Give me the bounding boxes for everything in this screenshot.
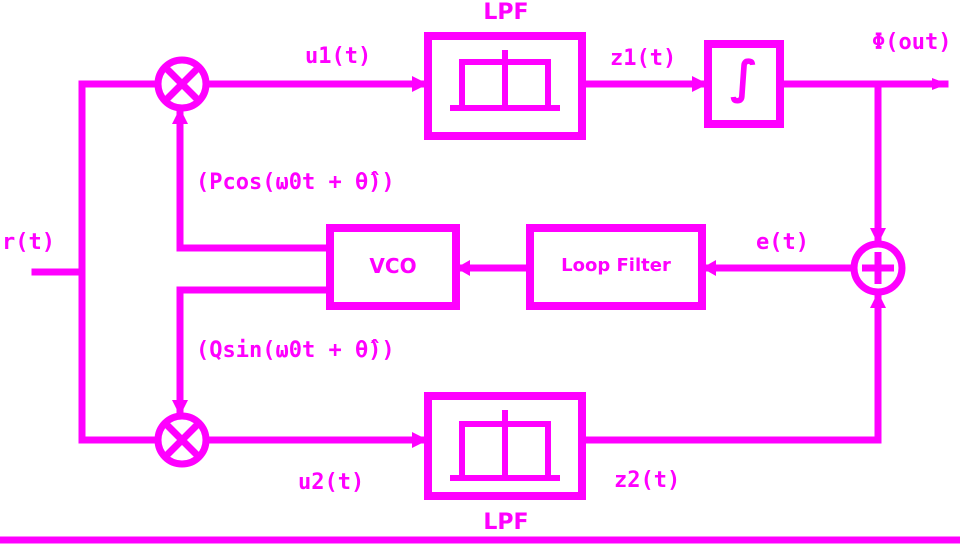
arrow-mult-bottom-from-vco	[172, 400, 188, 416]
output-signal-label: Φ(out)	[872, 30, 952, 55]
lowpass-response-icon	[450, 410, 560, 481]
multiplier-top	[154, 56, 210, 112]
multiplier-bottom	[154, 412, 210, 468]
integrator-icon: ∫	[729, 50, 759, 104]
loop-filter-label: Loop Filter	[561, 255, 671, 276]
integrator-block	[704, 40, 784, 128]
bottom-mix-signal-label: u2(t)	[298, 470, 365, 495]
loop-filter-block	[526, 224, 706, 310]
lpf-top-block	[424, 32, 586, 140]
arrow-mult-top-from-vco	[172, 108, 188, 124]
top-lpf-out-signal-label: z1(t)	[610, 46, 677, 71]
vco-label: VCO	[369, 254, 417, 278]
vco-top-signal-label: (Pcos(ω0t + θ̂))	[196, 170, 395, 195]
top-mix-signal-label: u1(t)	[305, 44, 372, 69]
lpf-bottom-label: LPF	[483, 510, 529, 535]
vco-block	[326, 224, 460, 310]
vco-bottom-signal-label: (Qsin(ω0t + θ̂))	[196, 338, 395, 363]
arrow-sum-top	[870, 228, 886, 244]
arrow-integrator-in	[692, 76, 708, 92]
summing-junction	[850, 240, 906, 296]
error-signal-label: e(t)	[756, 230, 809, 255]
arrow-output	[932, 78, 948, 90]
arrow-vco-in	[456, 260, 470, 276]
lowpass-response-icon	[450, 50, 560, 111]
arrow-sum-bottom	[870, 292, 886, 308]
bottom-lpf-out-signal-label: z2(t)	[614, 468, 681, 493]
input-signal-label: r(t)	[2, 230, 55, 255]
lpf-top-label: LPF	[483, 0, 529, 25]
arrow-bottom-mix	[412, 432, 428, 448]
arrow-top-mix	[412, 76, 428, 92]
lpf-bottom-block	[424, 392, 586, 500]
arrow-loop-filter-in	[702, 260, 716, 276]
